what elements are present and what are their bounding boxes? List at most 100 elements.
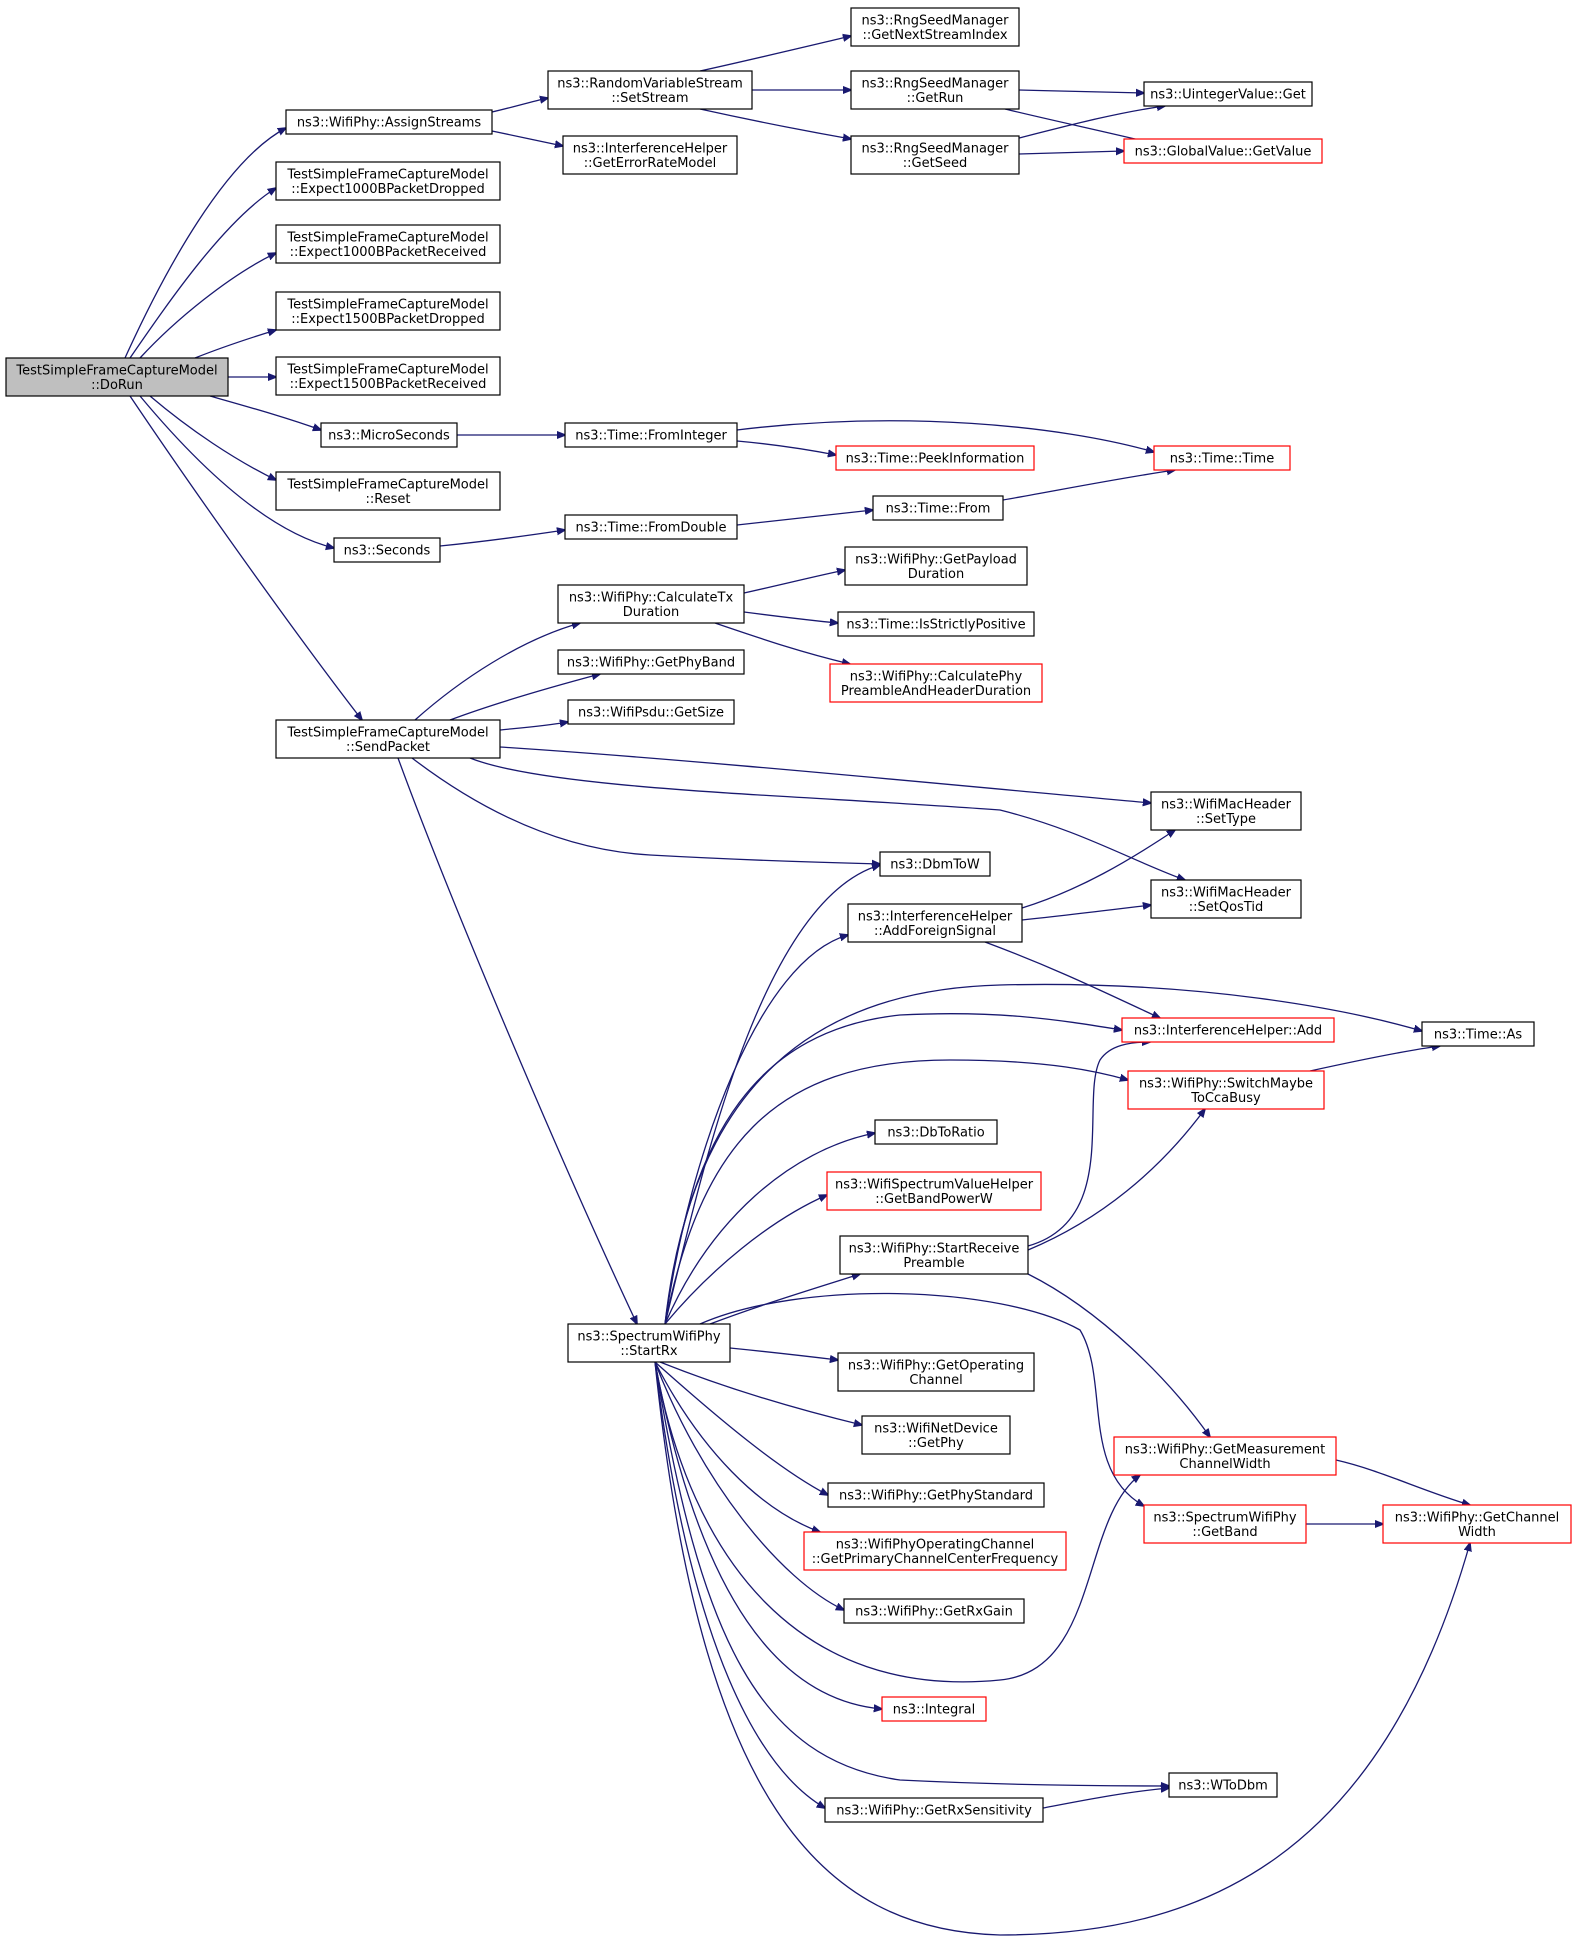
node-setqostid[interactable]: ns3::WifiMacHeader::SetQosTid xyxy=(1150,879,1302,919)
node-reset[interactable]: TestSimpleFrameCaptureModel::Reset xyxy=(275,471,501,511)
node-exp1000recv[interactable]: TestSimpleFrameCaptureModel::Expect1000B… xyxy=(275,224,501,264)
node-frominteger[interactable]: ns3::Time::FromInteger xyxy=(564,422,738,448)
node-bandpower[interactable]: ns3::WifiSpectrumValueHelper::GetBandPow… xyxy=(826,1171,1042,1211)
node-strictpos[interactable]: ns3::Time::IsStrictlyPositive xyxy=(837,611,1035,637)
node-getphystd[interactable]: ns3::WifiPhy::GetPhyStandard xyxy=(827,1482,1045,1508)
node-label: ns3::InterferenceHelper xyxy=(858,909,1013,924)
node-calcphypre[interactable]: ns3::WifiPhy::CalculatePhyPreambleAndHea… xyxy=(829,663,1043,703)
node-getseed[interactable]: ns3::RngSeedManager::GetSeed xyxy=(850,135,1020,175)
node-label: ns3::WifiPsdu::GetSize xyxy=(578,706,724,721)
node-label: ns3::DbmToW xyxy=(890,858,980,873)
node-exp1500recv[interactable]: TestSimpleFrameCaptureModel::Expect1500B… xyxy=(275,356,501,396)
node-box xyxy=(850,135,1020,175)
node-label: ::GetPhy xyxy=(908,1436,964,1451)
node-peekinfo[interactable]: ns3::Time::PeekInformation xyxy=(835,445,1035,471)
node-timetime[interactable]: ns3::Time::Time xyxy=(1153,445,1291,471)
edge-sendpacket-to-setqostid xyxy=(469,757,1185,880)
node-box xyxy=(874,1119,998,1145)
node-label: ns3::WifiPhy::GetPhyStandard xyxy=(839,1489,1033,1504)
edge-startrx-to-dbtoratio xyxy=(664,1133,875,1325)
node-label: TestSimpleFrameCaptureModel xyxy=(15,363,217,378)
node-getphyband[interactable]: ns3::WifiPhy::GetPhyBand xyxy=(557,649,745,675)
edge-startrx-to-getrxsens xyxy=(654,1361,825,1808)
node-box xyxy=(1168,1772,1278,1798)
node-label: ::StartRx xyxy=(620,1344,678,1359)
node-box xyxy=(1382,1504,1572,1544)
node-microseconds[interactable]: ns3::MicroSeconds xyxy=(320,422,458,448)
node-timeas[interactable]: ns3::Time::As xyxy=(1421,1021,1535,1047)
node-dbtoratio[interactable]: ns3::DbToRatio xyxy=(874,1119,998,1145)
node-dorun[interactable]: TestSimpleFrameCaptureModel::DoRun xyxy=(5,357,229,397)
node-addforeign[interactable]: ns3::InterferenceHelper::AddForeignSigna… xyxy=(847,903,1023,943)
node-netdevgetphy[interactable]: ns3::WifiNetDevice::GetPhy xyxy=(861,1415,1011,1455)
edge-startrx-to-integral xyxy=(654,1361,882,1709)
node-box xyxy=(1153,445,1291,471)
node-fromdouble[interactable]: ns3::Time::FromDouble xyxy=(564,514,738,540)
node-label: PreambleAndHeaderDuration xyxy=(841,684,1031,699)
node-label: ns3::RngSeedManager xyxy=(861,76,1009,91)
node-settype[interactable]: ns3::WifiMacHeader::SetType xyxy=(1150,791,1302,831)
node-startrx[interactable]: ns3::SpectrumWifiPhy::StartRx xyxy=(567,1323,731,1363)
edge-sendpacket-to-getphyband xyxy=(449,674,600,721)
node-label: ns3::WifiSpectrumValueHelper xyxy=(835,1177,1034,1192)
node-primfreq[interactable]: ns3::WifiPhyOperatingChannel::GetPrimary… xyxy=(803,1531,1067,1571)
node-setstream[interactable]: ns3::RandomVariableStream::SetStream xyxy=(547,70,753,110)
node-box xyxy=(1113,1436,1337,1476)
node-label: ns3::RandomVariableStream xyxy=(557,76,743,91)
node-label: ns3::WifiPhy::GetMeasurement xyxy=(1125,1442,1325,1457)
node-label: ::AddForeignSignal xyxy=(874,924,996,939)
node-label: ns3::WifiPhy::GetOperating xyxy=(848,1358,1024,1373)
node-getrun[interactable]: ns3::RngSeedManager::GetRun xyxy=(850,70,1020,110)
edge-startrx-to-netdevgetphy xyxy=(659,1361,862,1425)
node-exp1000drop[interactable]: TestSimpleFrameCaptureModel::Expect1000B… xyxy=(275,161,501,201)
node-label: ns3::WifiPhy::SwitchMaybe xyxy=(1139,1076,1313,1091)
node-exp1500drop[interactable]: TestSimpleFrameCaptureModel::Expect1500B… xyxy=(275,291,501,331)
edge-frominteger-to-timetime xyxy=(736,420,1154,452)
node-label: ::GetRun xyxy=(907,91,964,106)
edge-getseed-to-uintegerget xyxy=(1018,106,1165,139)
edge-calctx-to-strictpos xyxy=(743,611,838,623)
node-label: ns3::InterferenceHelper::Add xyxy=(1134,1024,1322,1039)
nodes: TestSimpleFrameCaptureModel::DoRunns3::W… xyxy=(5,7,1572,1823)
node-assignstreams[interactable]: ns3::WifiPhy::AssignStreams xyxy=(285,109,493,135)
node-box xyxy=(850,7,1020,47)
node-sendpacket[interactable]: TestSimpleFrameCaptureModel::SendPacket xyxy=(275,719,501,759)
node-box xyxy=(5,357,229,397)
node-seconds[interactable]: ns3::Seconds xyxy=(333,537,441,563)
node-globalgetvalue[interactable]: ns3::GlobalValue::GetValue xyxy=(1123,138,1323,164)
node-label: ns3::UintegerValue::Get xyxy=(1150,88,1306,103)
node-box xyxy=(320,422,458,448)
node-label: ::GetSeed xyxy=(903,156,967,171)
node-box xyxy=(824,1797,1044,1823)
node-box xyxy=(826,1171,1042,1211)
node-ihadd[interactable]: ns3::InterferenceHelper::Add xyxy=(1121,1017,1335,1043)
node-getnextstream[interactable]: ns3::RngSeedManager::GetNextStreamIndex xyxy=(850,7,1020,47)
node-getrxgain[interactable]: ns3::WifiPhy::GetRxGain xyxy=(843,1598,1025,1624)
node-psdusize[interactable]: ns3::WifiPsdu::GetSize xyxy=(567,699,735,725)
node-getrxsens[interactable]: ns3::WifiPhy::GetRxSensitivity xyxy=(824,1797,1044,1823)
edge-sendpacket-to-calctx xyxy=(414,623,580,721)
node-box xyxy=(275,161,501,201)
node-geterrormodel[interactable]: ns3::InterferenceHelper::GetErrorRateMod… xyxy=(562,135,738,175)
node-wtodbm[interactable]: ns3::WToDbm xyxy=(1168,1772,1278,1798)
node-spectrumgetband[interactable]: ns3::SpectrumWifiPhy::GetBand xyxy=(1143,1504,1307,1544)
node-label: ns3::WifiPhy::CalculateTx xyxy=(569,590,734,605)
node-box xyxy=(275,291,501,331)
node-label: ns3::RngSeedManager xyxy=(861,13,1009,28)
node-box xyxy=(803,1531,1067,1571)
node-label: ::GetBandPowerW xyxy=(875,1192,993,1207)
node-dbmtow[interactable]: ns3::DbmToW xyxy=(879,851,991,877)
edge-startrx-to-getrxgain xyxy=(654,1361,844,1610)
node-label: ns3::WifiPhyOperatingChannel xyxy=(836,1537,1035,1552)
node-label: ns3::WifiPhy::GetRxSensitivity xyxy=(836,1804,1032,1819)
node-integral[interactable]: ns3::Integral xyxy=(881,1696,987,1722)
node-timefrom[interactable]: ns3::Time::From xyxy=(872,495,1004,521)
node-uintegerget[interactable]: ns3::UintegerValue::Get xyxy=(1143,81,1313,107)
